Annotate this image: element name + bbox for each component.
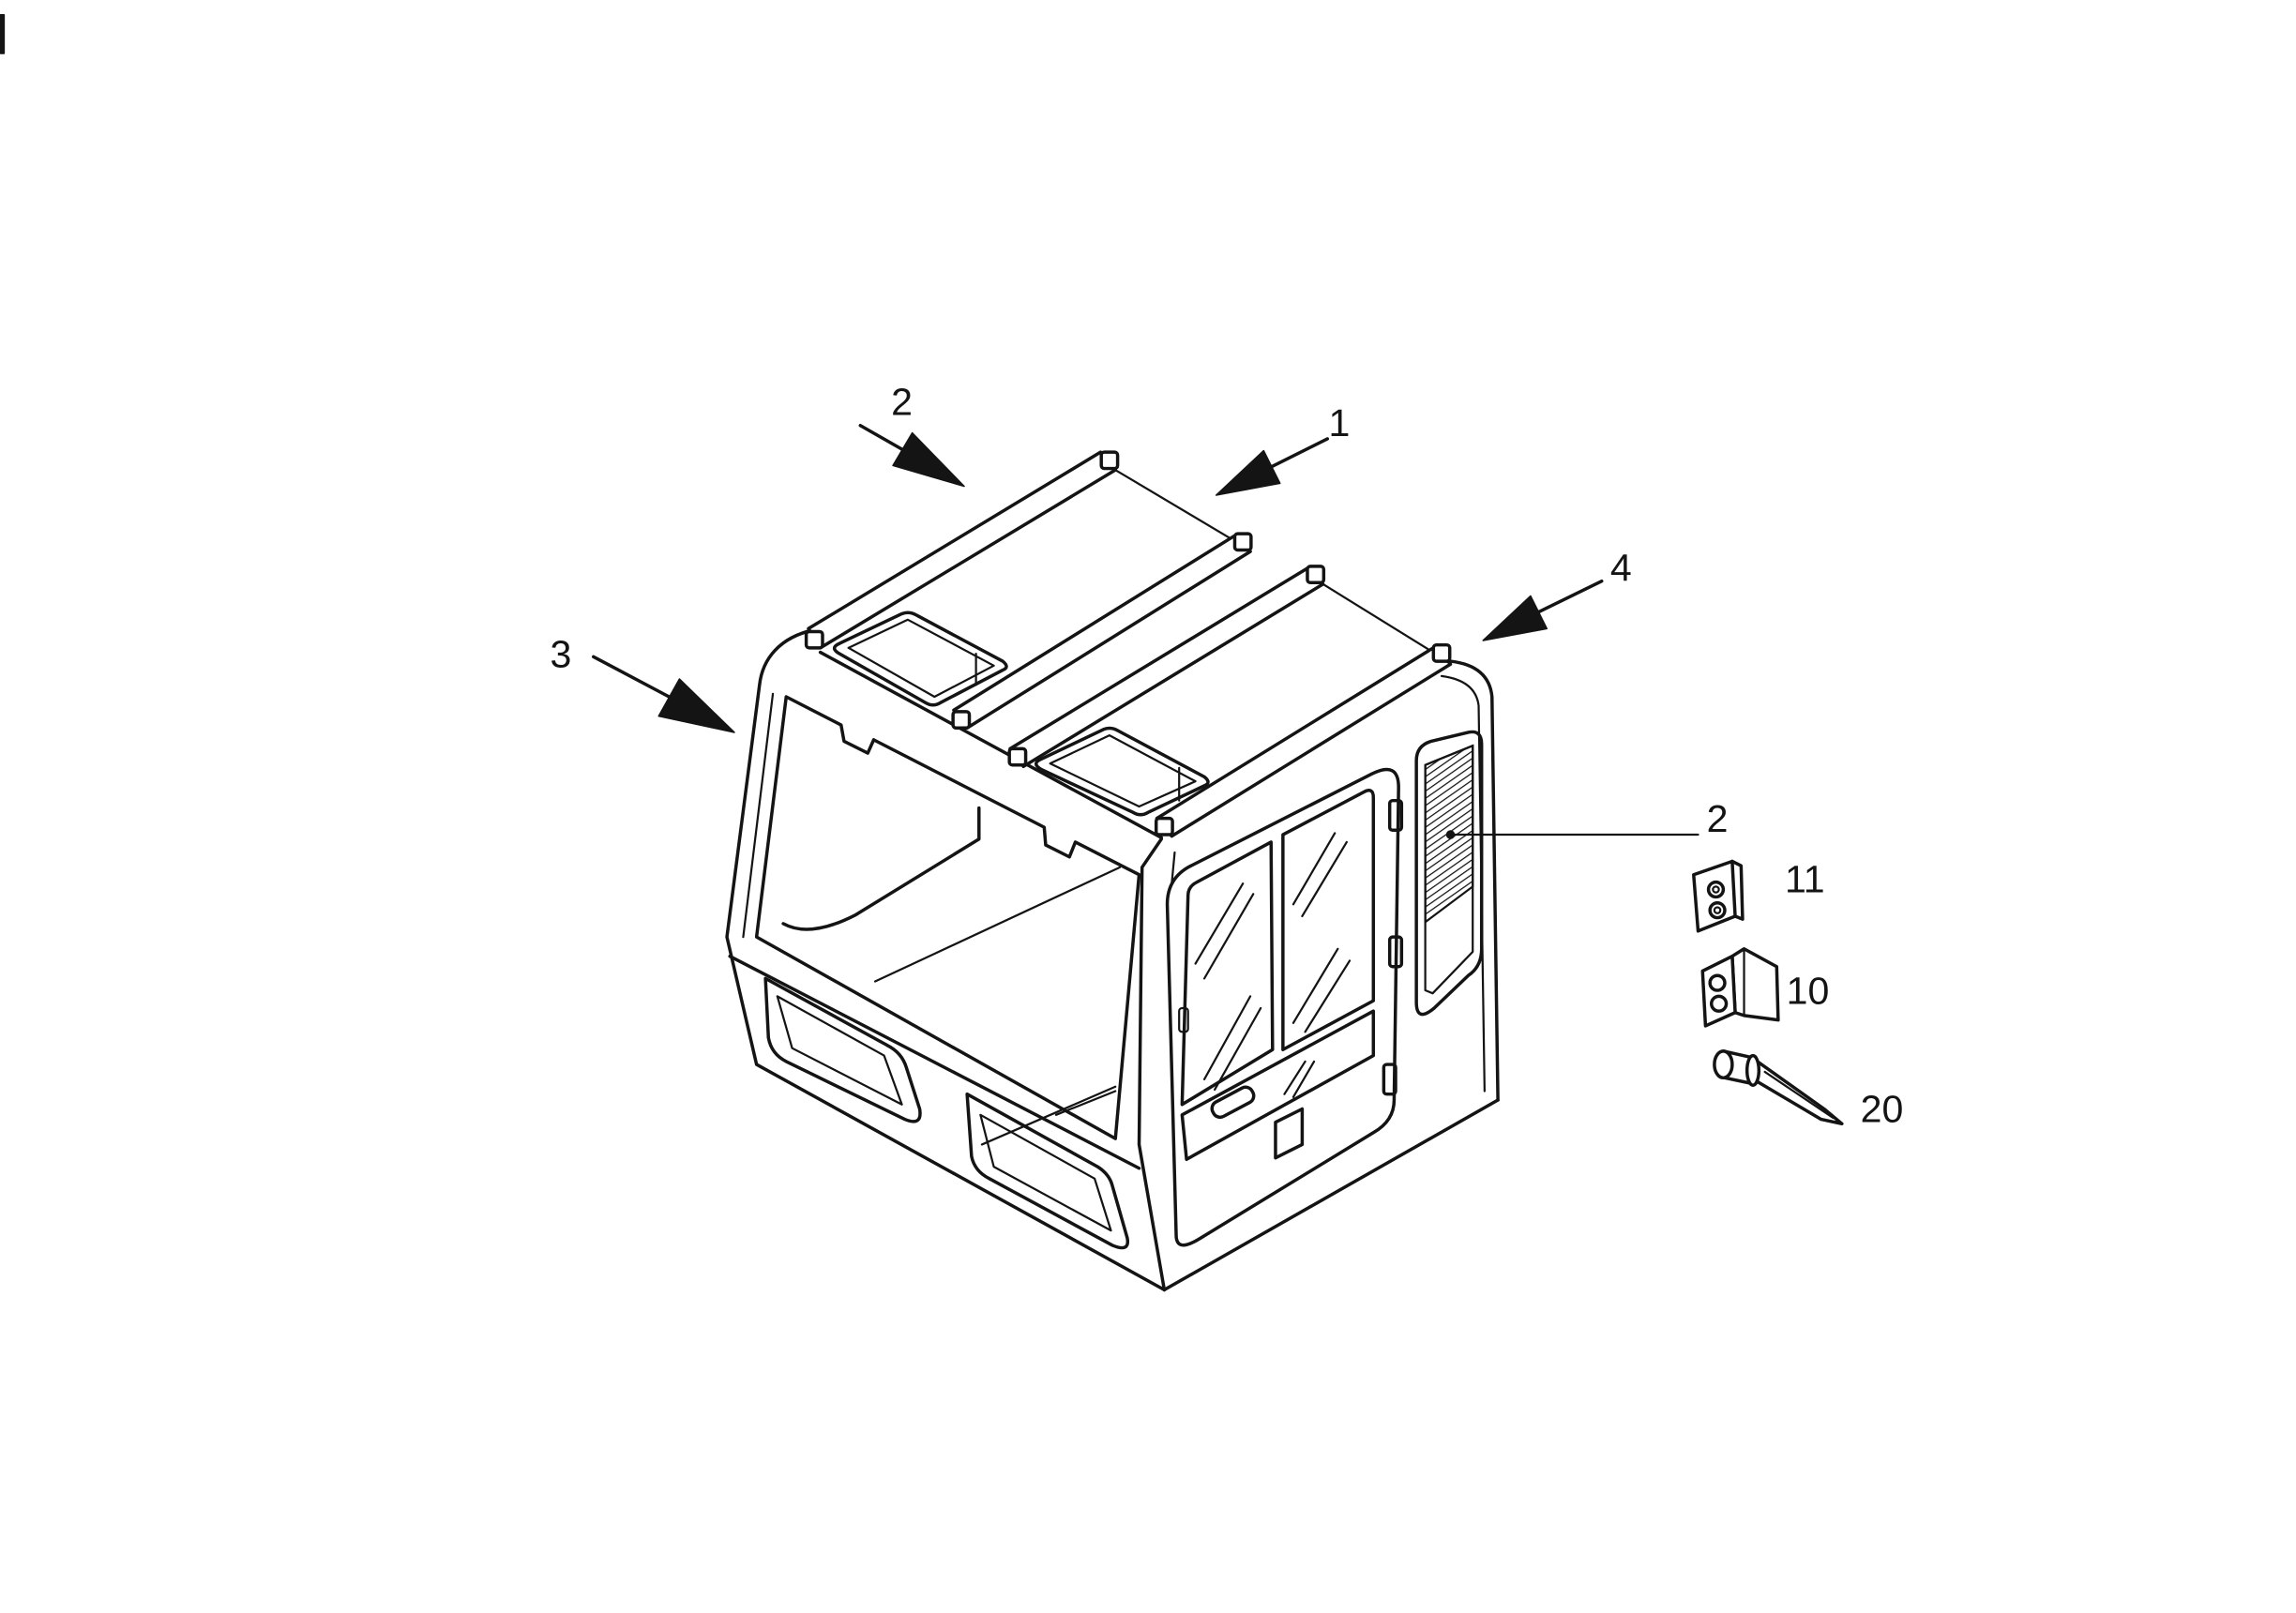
front-lower-left-opening-inner [776, 995, 903, 1106]
door-lower-strip [1180, 1009, 1376, 1161]
bracket-side-face [1730, 947, 1780, 1022]
front-post-inner-line [742, 692, 775, 939]
skylight-left [832, 611, 1008, 707]
plate-edge [1730, 859, 1745, 921]
rear-window-seen-through [781, 806, 981, 931]
scan-edge-mark [0, 14, 6, 54]
door-handle [1210, 1085, 1256, 1120]
arrow-callout-3 [592, 655, 735, 733]
front-lower-left-opening [763, 976, 922, 1123]
arrow-shaft [858, 423, 904, 451]
plate-hole [1706, 880, 1726, 899]
roof-back-edge-right [1322, 582, 1437, 656]
part-11-plate [1692, 859, 1745, 933]
arrowhead [1482, 595, 1548, 641]
part-20-pin [1713, 1049, 1844, 1126]
door-lock-plate [1274, 1107, 1305, 1160]
arrow-callout-4 [1482, 579, 1604, 641]
pin-head [1713, 1049, 1734, 1080]
leader-dot [1445, 830, 1456, 839]
bracket-hole [1708, 973, 1727, 992]
rail-end-block [1154, 816, 1174, 837]
roof-rail-left [807, 450, 1117, 650]
cab-front-face [725, 628, 1167, 1292]
cab-roof [804, 450, 1453, 838]
callout-label-top-left: 2 [891, 381, 913, 424]
rear-side-window [1414, 730, 1484, 1017]
rail-end-block [1431, 642, 1452, 663]
door-outline [1165, 767, 1400, 1247]
right-bottom-edge [1162, 1098, 1500, 1292]
plate-hole-inner [1713, 906, 1722, 914]
door [1165, 767, 1404, 1247]
pin-collar [1745, 1053, 1761, 1087]
door-lower-strip-reflection [1283, 1060, 1316, 1098]
rail-end-block [1099, 450, 1120, 471]
right-back-post-inner [1440, 674, 1486, 1093]
leader-callout-2-rear-window [1445, 830, 1699, 839]
arrow-shaft [1269, 437, 1330, 469]
callout-label-bracket: 10 [1787, 969, 1830, 1012]
rail-end-block [1007, 746, 1028, 767]
right-face-front-line [1171, 851, 1176, 885]
arrowhead [1215, 449, 1281, 496]
callout-label-right: 4 [1610, 547, 1632, 590]
front-lower-rail [728, 954, 1141, 1170]
front-top-edge [818, 650, 1163, 839]
bracket-hole [1709, 994, 1729, 1013]
arrowhead [657, 678, 735, 733]
door-latch [1178, 1006, 1189, 1033]
door-hinge-middle [1387, 935, 1404, 969]
door-left-pane [1180, 840, 1275, 1107]
floor-edge-seen-through [874, 866, 1122, 983]
rail-end-block [1232, 532, 1253, 552]
arrow-callout-1 [1215, 437, 1330, 496]
callout-labels: 2 1 4 3 2 11 10 20 [551, 381, 1904, 1131]
pin-shank-centerline [1763, 1070, 1835, 1120]
glass-reflection-lines [1194, 832, 1352, 1092]
front-lower-right-opening-inner [979, 1113, 1112, 1232]
front-outer-outline [725, 628, 1167, 1292]
rail-end-block [804, 629, 824, 650]
callout-label-front: 3 [551, 632, 572, 675]
plate-hole [1708, 901, 1727, 920]
plate-hole-inner [1712, 885, 1720, 894]
arrow-callout-2-top [858, 423, 965, 488]
front-lower-right-opening [965, 1092, 1130, 1250]
callout-label-rear-window: 2 [1707, 797, 1729, 840]
cab-right-face [1162, 659, 1500, 1292]
door-hinge-top [1387, 798, 1404, 833]
callout-label-pin: 20 [1861, 1088, 1904, 1131]
callout-label-top-right: 1 [1329, 401, 1351, 445]
door-hinge-bottom [1382, 1063, 1397, 1096]
roof-back-edge-left [1114, 469, 1242, 546]
arrow-shaft [592, 655, 672, 699]
rear-window-outer [1414, 730, 1484, 1017]
skylight-right [1034, 726, 1210, 817]
skylight-right-inner [1049, 734, 1197, 808]
arrow-shaft [1536, 579, 1604, 614]
door-right-pane [1281, 789, 1376, 1052]
right-back-post-outer [1448, 659, 1500, 1102]
rail-end-block [951, 710, 972, 730]
callout-arrows [592, 423, 1699, 839]
front-window-opening [754, 695, 1141, 1140]
callout-label-plate: 11 [1785, 858, 1825, 901]
arrowhead [892, 431, 965, 488]
floor-line-seen-through [980, 1085, 1117, 1146]
skylight-left-inner [847, 618, 995, 699]
front-right-post [1137, 837, 1167, 1292]
part-10-bracket [1700, 947, 1780, 1028]
rail-end-block [1306, 565, 1326, 585]
